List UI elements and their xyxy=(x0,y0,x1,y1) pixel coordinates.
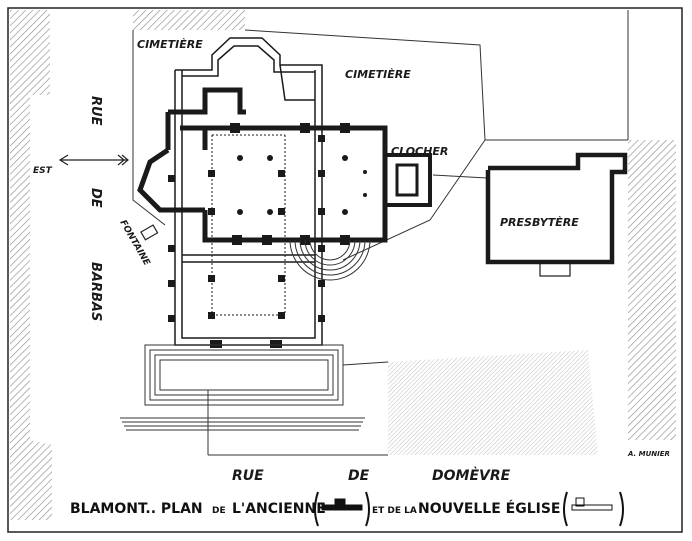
label-rue-domevre-1: RUE xyxy=(232,468,264,484)
legend-new-church-symbol xyxy=(563,491,624,527)
caption-de1: DE xyxy=(212,506,226,516)
top-hatched-block xyxy=(133,10,245,30)
caption-et: ET DE LA xyxy=(372,506,417,516)
label-rue-barbas-2: DE xyxy=(88,188,103,208)
caption-part3: NOUVELLE ÉGLISE xyxy=(418,500,561,517)
bottom-hatched-block xyxy=(388,350,598,455)
label-presbytere: PRESBYTÈRE xyxy=(500,215,579,229)
legend-old-church-symbol xyxy=(314,491,370,527)
caption-part2: L'ANCIENNE xyxy=(232,501,326,517)
hatched-blocks xyxy=(10,10,676,520)
caption: BLAMONT.. PLAN DE L'ANCIENNE ET DE LA NO… xyxy=(70,491,624,527)
label-est: EST xyxy=(33,166,53,176)
label-rue-domevre-3: DOMÈVRE xyxy=(432,467,511,484)
right-hatched-block xyxy=(628,140,676,440)
property-lines xyxy=(132,10,629,456)
fountain-basin xyxy=(140,224,159,241)
map-frame xyxy=(7,7,683,533)
label-cimetiere-right: CIMETIÈRE xyxy=(345,67,411,81)
label-cimetiere-left: CIMETIÈRE xyxy=(137,37,203,51)
label-rue-barbas-3: BARBAS xyxy=(88,262,103,321)
tower-steps xyxy=(289,239,371,281)
label-rue-domevre-2: DE xyxy=(348,468,370,484)
label-rue-barbas-1: RUE xyxy=(88,96,103,126)
signature-munier: A. MUNIER xyxy=(627,450,670,458)
east-arrow xyxy=(58,154,129,166)
church-walls xyxy=(137,37,628,346)
label-fontaine: FONTAINE xyxy=(117,219,151,269)
left-hatched-block xyxy=(10,10,52,520)
caption-part1: BLAMONT.. PLAN xyxy=(70,501,203,517)
label-clocher: CLOCHER xyxy=(391,145,448,158)
front-stairs xyxy=(120,344,365,431)
pillars xyxy=(168,123,367,348)
